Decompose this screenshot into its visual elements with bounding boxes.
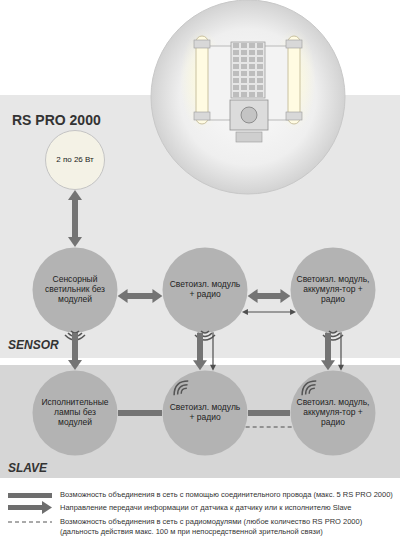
slave-band: SLAVE Исполнительные лампы без модулей Све… bbox=[0, 365, 400, 478]
node-text-group: Светоизл. модуль + радио bbox=[162, 370, 248, 456]
connector bbox=[118, 289, 163, 303]
arrow-head bbox=[321, 360, 335, 370]
legend-text: Возможность объединения в сеть с радиомо… bbox=[60, 517, 390, 536]
connector bbox=[242, 309, 296, 315]
arrow-head bbox=[193, 360, 207, 370]
diagram-title: RS PRO 2000 bbox=[12, 112, 101, 128]
connector-line bbox=[257, 293, 282, 299]
connector-line bbox=[127, 293, 154, 299]
node-label: Светоизл. модуль + радио bbox=[167, 403, 243, 423]
connector-line bbox=[248, 410, 290, 416]
arrow-head bbox=[242, 309, 248, 315]
sensor-band: SENSOR 2 по 26 Вт Сенсорный светильник без… bbox=[0, 95, 400, 358]
connector-line bbox=[247, 311, 291, 312]
circle-shape bbox=[291, 248, 376, 333]
connector bbox=[193, 333, 207, 371]
connector bbox=[321, 333, 335, 371]
connector-line bbox=[118, 410, 162, 416]
slave-circle: Светоизл. модуль + радио bbox=[162, 370, 248, 456]
connector-line bbox=[246, 427, 293, 428]
connector bbox=[248, 289, 291, 303]
sensor-circle: Светоизл. модуль, аккумуля-тор + радио bbox=[290, 247, 376, 333]
circle-shape bbox=[46, 131, 105, 190]
terminal-block bbox=[231, 42, 265, 98]
connector-line bbox=[197, 333, 203, 362]
arrow-head bbox=[210, 365, 216, 371]
connector bbox=[248, 413, 290, 414]
connector-line bbox=[212, 332, 213, 366]
arrow-head bbox=[280, 289, 290, 303]
product-circle: 2 по 26 Вт bbox=[45, 130, 105, 190]
node-label: Сенсорный светильник без модулей bbox=[37, 275, 113, 304]
arrow-head bbox=[248, 289, 258, 303]
arrow-sample-head bbox=[42, 501, 52, 514]
connector bbox=[338, 332, 344, 371]
connector-line bbox=[72, 199, 78, 238]
arrow-head bbox=[290, 309, 296, 315]
slave-circle: Исполнительные лампы без модулей bbox=[32, 370, 118, 456]
node-text-group: Светоизл. модуль + радио bbox=[162, 247, 248, 333]
node-label: 2 по 26 Вт bbox=[56, 155, 94, 164]
terminal-grid bbox=[232, 43, 264, 97]
circle-shape bbox=[33, 248, 118, 333]
node-text-group: Исполнительные лампы без модулей bbox=[32, 370, 118, 456]
connector-line bbox=[340, 332, 341, 366]
connector bbox=[246, 427, 293, 428]
node-text-group: Светоизл. модуль, аккумуля-тор + радио bbox=[290, 247, 376, 333]
legend-text: Возможность объединения в сеть с помощью… bbox=[60, 490, 405, 500]
connector-line bbox=[325, 333, 331, 362]
sensor-circle: Сенсорный светильник без модулей bbox=[32, 247, 118, 333]
node-label: Светоизл. модуль, аккумуля-тор + радио bbox=[295, 398, 371, 427]
circle-shape bbox=[163, 248, 248, 333]
arrow-head bbox=[338, 365, 344, 371]
slave-circle: Светоизл. модуль, аккумуля-тор + радио bbox=[290, 370, 376, 456]
circle-shape bbox=[163, 371, 248, 456]
connector bbox=[210, 332, 216, 371]
connector bbox=[68, 190, 82, 247]
node-text-group: 2 по 26 Вт bbox=[45, 130, 105, 190]
arrow-head bbox=[152, 289, 162, 303]
tube-socket bbox=[286, 40, 302, 48]
arrow-head bbox=[68, 190, 82, 200]
node-label: Исполнительные лампы без модулей bbox=[37, 398, 113, 427]
legend-text: Направление передачи информации от датчи… bbox=[60, 503, 405, 513]
node-label: Светоизл. модуль, аккумуля-тор + радио bbox=[295, 275, 371, 304]
arrow-sample bbox=[8, 505, 42, 510]
tube-socket bbox=[194, 40, 210, 48]
sensor-circle: Светоизл. модуль + радио bbox=[162, 247, 248, 333]
connector bbox=[118, 413, 162, 414]
radio-sample bbox=[8, 522, 52, 523]
arrow-head bbox=[68, 237, 82, 247]
arrow-head bbox=[118, 289, 128, 303]
wire-sample bbox=[8, 493, 52, 498]
circle-shape bbox=[33, 371, 118, 456]
node-text-group: Сенсорный светильник без модулей bbox=[32, 247, 118, 333]
band-label: SENSOR bbox=[8, 338, 59, 352]
arrow-head bbox=[68, 360, 82, 370]
connector-line bbox=[72, 333, 78, 361]
node-text-group: Светоизл. модуль, аккумуля-тор + радио bbox=[290, 370, 376, 456]
connector bbox=[68, 333, 82, 370]
circle-shape bbox=[291, 371, 376, 456]
node-label: Светоизл. модуль + радио bbox=[167, 280, 243, 300]
band-label: SLAVE bbox=[8, 461, 47, 475]
